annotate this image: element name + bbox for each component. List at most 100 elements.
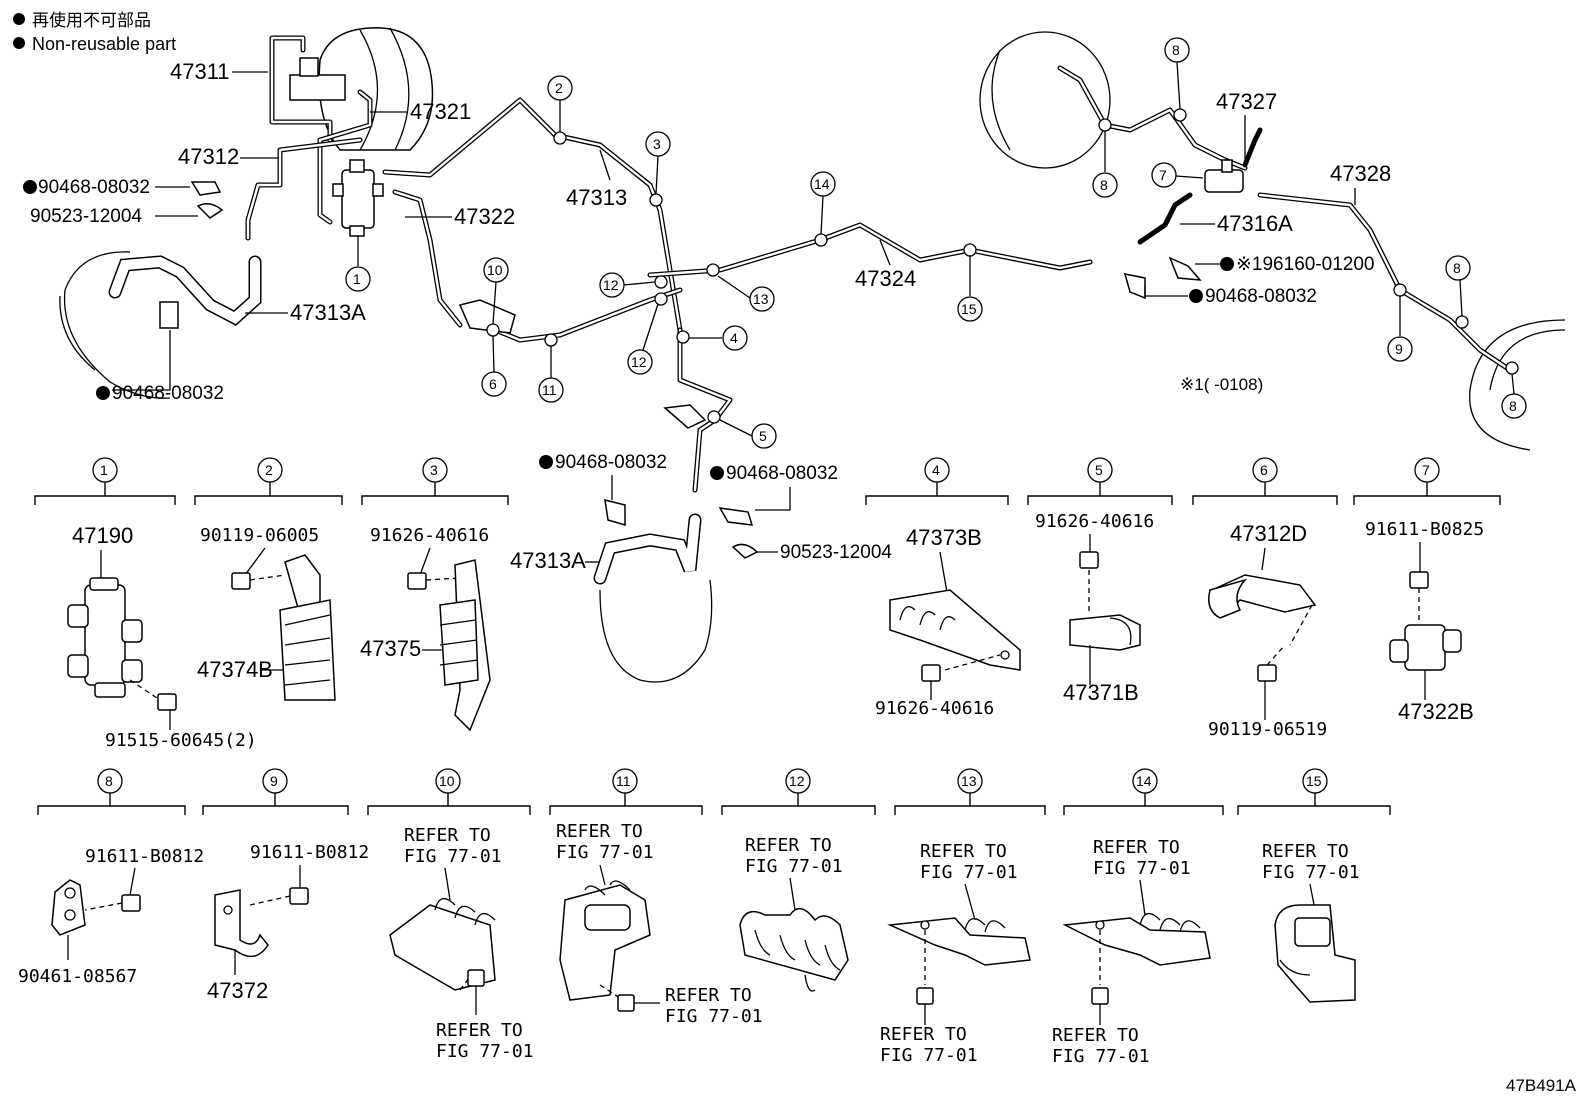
detail-callout-10-num: 10 xyxy=(439,773,455,789)
detail-callout-15 xyxy=(1302,768,1328,794)
detail-12-clamp: REFER TO FIG 77-01 xyxy=(739,835,849,992)
callout-4 xyxy=(722,325,748,351)
detail-callout-12-num: 12 xyxy=(789,773,805,789)
overview-callouts: 1 2 3 4 5 6 7 8 8 8 8 9 xyxy=(345,37,1527,449)
callout-10-num: 10 xyxy=(487,262,503,278)
detail-8-bolt: 91611-B0812 xyxy=(85,846,204,867)
detail-13-refer-b1: REFER TO xyxy=(880,1024,967,1045)
detail-15-refer-a1: REFER TO xyxy=(1262,841,1349,862)
detail-10-refer-a2: FIG 77-01 xyxy=(404,846,502,867)
callout-11-num: 11 xyxy=(542,382,557,398)
flex-hoses xyxy=(108,255,713,683)
detail-callout-4 xyxy=(924,457,950,483)
detail-callout-5-num: 5 xyxy=(1095,462,1103,478)
detail-callout-10 xyxy=(435,768,461,794)
callout-6 xyxy=(481,371,507,397)
callout-12-b-num: 12 xyxy=(631,354,647,370)
diagram-code: 47B491A xyxy=(1506,1076,1577,1095)
non-reusable-bullet-icon xyxy=(23,180,37,194)
label-47321: 47321 xyxy=(410,99,471,124)
label-47313A-mid: 47313A xyxy=(510,548,586,573)
callout-8-d xyxy=(1501,393,1527,419)
detail-row-2-brackets: 8 9 10 11 12 13 14 15 xyxy=(37,768,1391,815)
detail-10-refer-a1: REFER TO xyxy=(404,825,491,846)
detail-4-part: 47373B xyxy=(906,525,982,550)
non-reusable-bullet-icon xyxy=(1220,257,1234,271)
detail-14-refer-b1: REFER TO xyxy=(1052,1025,1139,1046)
callout-8-b-num: 8 xyxy=(1172,42,1180,58)
non-reusable-bullet-icon xyxy=(96,386,110,400)
label-196160: ※196160-01200 xyxy=(1236,254,1374,275)
detail-callout-6 xyxy=(1252,457,1278,483)
detail-11-refer-a1: REFER TO xyxy=(556,821,643,842)
rear-left-wheel-drawing xyxy=(979,31,1111,169)
detail-callout-1-num: 1 xyxy=(100,462,108,478)
legend-bullet-icon xyxy=(13,37,25,49)
detail-callout-7-num: 7 xyxy=(1422,462,1430,478)
legend: 再使用不可部品 Non-reusable part xyxy=(13,10,176,54)
detail-4-clamp: 47373B 91626-40616 xyxy=(875,525,1021,719)
overview-clips xyxy=(159,181,1202,429)
detail-14-clamp: REFER TO FIG 77-01 REFER TO FIG 77-01 xyxy=(1052,837,1211,1067)
detail-callout-5 xyxy=(1087,457,1113,483)
detail-callout-6-num: 6 xyxy=(1260,462,1268,478)
callout-13-num: 13 xyxy=(753,291,769,307)
detail-3-bolt: 91626-40616 xyxy=(370,525,489,546)
label-90468-b: 90468-08032 xyxy=(112,383,224,404)
detail-13-refer-b2: FIG 77-01 xyxy=(880,1045,978,1066)
detail-5-bolt: 91626-40616 xyxy=(1035,511,1154,532)
detail-2-clamp: 90119-06005 47374B xyxy=(197,525,336,701)
detail-2-part: 47374B xyxy=(197,657,273,682)
label-90468-e: 90468-08032 xyxy=(726,463,838,484)
detail-callout-15-num: 15 xyxy=(1306,773,1322,789)
callout-9-num: 9 xyxy=(1395,341,1403,357)
label-90523-a: 90523-12004 xyxy=(30,206,142,227)
label-47313: 47313 xyxy=(566,185,627,210)
callout-8-d-num: 8 xyxy=(1509,398,1517,414)
callout-12-a-num: 12 xyxy=(603,277,619,293)
detail-13-clamp: REFER TO FIG 77-01 REFER TO FIG 77-01 xyxy=(880,841,1031,1066)
detail-callout-13-num: 13 xyxy=(961,773,977,789)
detail-5-clamp: 91626-40616 47371B xyxy=(1035,511,1154,705)
front-left-wheel-drawing xyxy=(59,251,171,399)
detail-7-union: 91611-B0825 47322B xyxy=(1365,519,1484,724)
note-applicability: ※1( -0108) xyxy=(1180,375,1263,394)
detail-callout-3 xyxy=(422,457,448,483)
callout-11 xyxy=(538,377,564,403)
detail-4-bolt: 91626-40616 xyxy=(875,698,994,719)
detail-callout-4-num: 4 xyxy=(932,462,940,478)
label-90468-a: 90468-08032 xyxy=(38,177,150,198)
label-90468-d: 90468-08032 xyxy=(555,452,667,473)
callout-7-num: 7 xyxy=(1159,167,1167,183)
callout-9 xyxy=(1387,336,1413,362)
detail-12-refer-a1: REFER TO xyxy=(745,835,832,856)
non-reusable-bullet-icon xyxy=(710,466,724,480)
non-reusable-bullet-icon xyxy=(1189,289,1203,303)
detail-8-part: 90461-08567 xyxy=(18,966,137,987)
detail-14-refer-b2: FIG 77-01 xyxy=(1052,1046,1150,1067)
callout-12-a xyxy=(599,272,625,298)
detail-11-refer-b2: FIG 77-01 xyxy=(665,1006,763,1027)
detail-callout-3-num: 3 xyxy=(430,462,438,478)
detail-9-bolt: 91611-B0812 xyxy=(250,842,369,863)
detail-9-clip: 91611-B0812 47372 xyxy=(207,842,369,1003)
detail-row-1-brackets: 1 2 3 4 5 6 7 xyxy=(34,457,1501,505)
detail-14-refer-a2: FIG 77-01 xyxy=(1093,858,1191,879)
detail-5-part: 47371B xyxy=(1063,680,1139,705)
detail-10-refer-b2: FIG 77-01 xyxy=(436,1041,534,1062)
legend-bullet-icon xyxy=(13,13,25,25)
callout-5-num: 5 xyxy=(759,428,767,444)
callout-5 xyxy=(751,423,777,449)
detail-7-part: 47322B xyxy=(1398,699,1474,724)
non-reusable-bullet-icon xyxy=(539,455,553,469)
label-47327: 47327 xyxy=(1216,89,1277,114)
detail-7-bolt: 91611-B0825 xyxy=(1365,519,1484,540)
callout-14 xyxy=(810,171,836,197)
detail-callout-7 xyxy=(1414,457,1440,483)
detail-13-refer-a1: REFER TO xyxy=(920,841,1007,862)
label-47316A: 47316A xyxy=(1217,211,1293,236)
detail-callout-8 xyxy=(97,768,123,794)
detail-8-clip: 91611-B0812 90461-08567 xyxy=(18,846,204,987)
detail-callout-13 xyxy=(957,768,983,794)
three-way-union-drawing xyxy=(1204,159,1244,193)
